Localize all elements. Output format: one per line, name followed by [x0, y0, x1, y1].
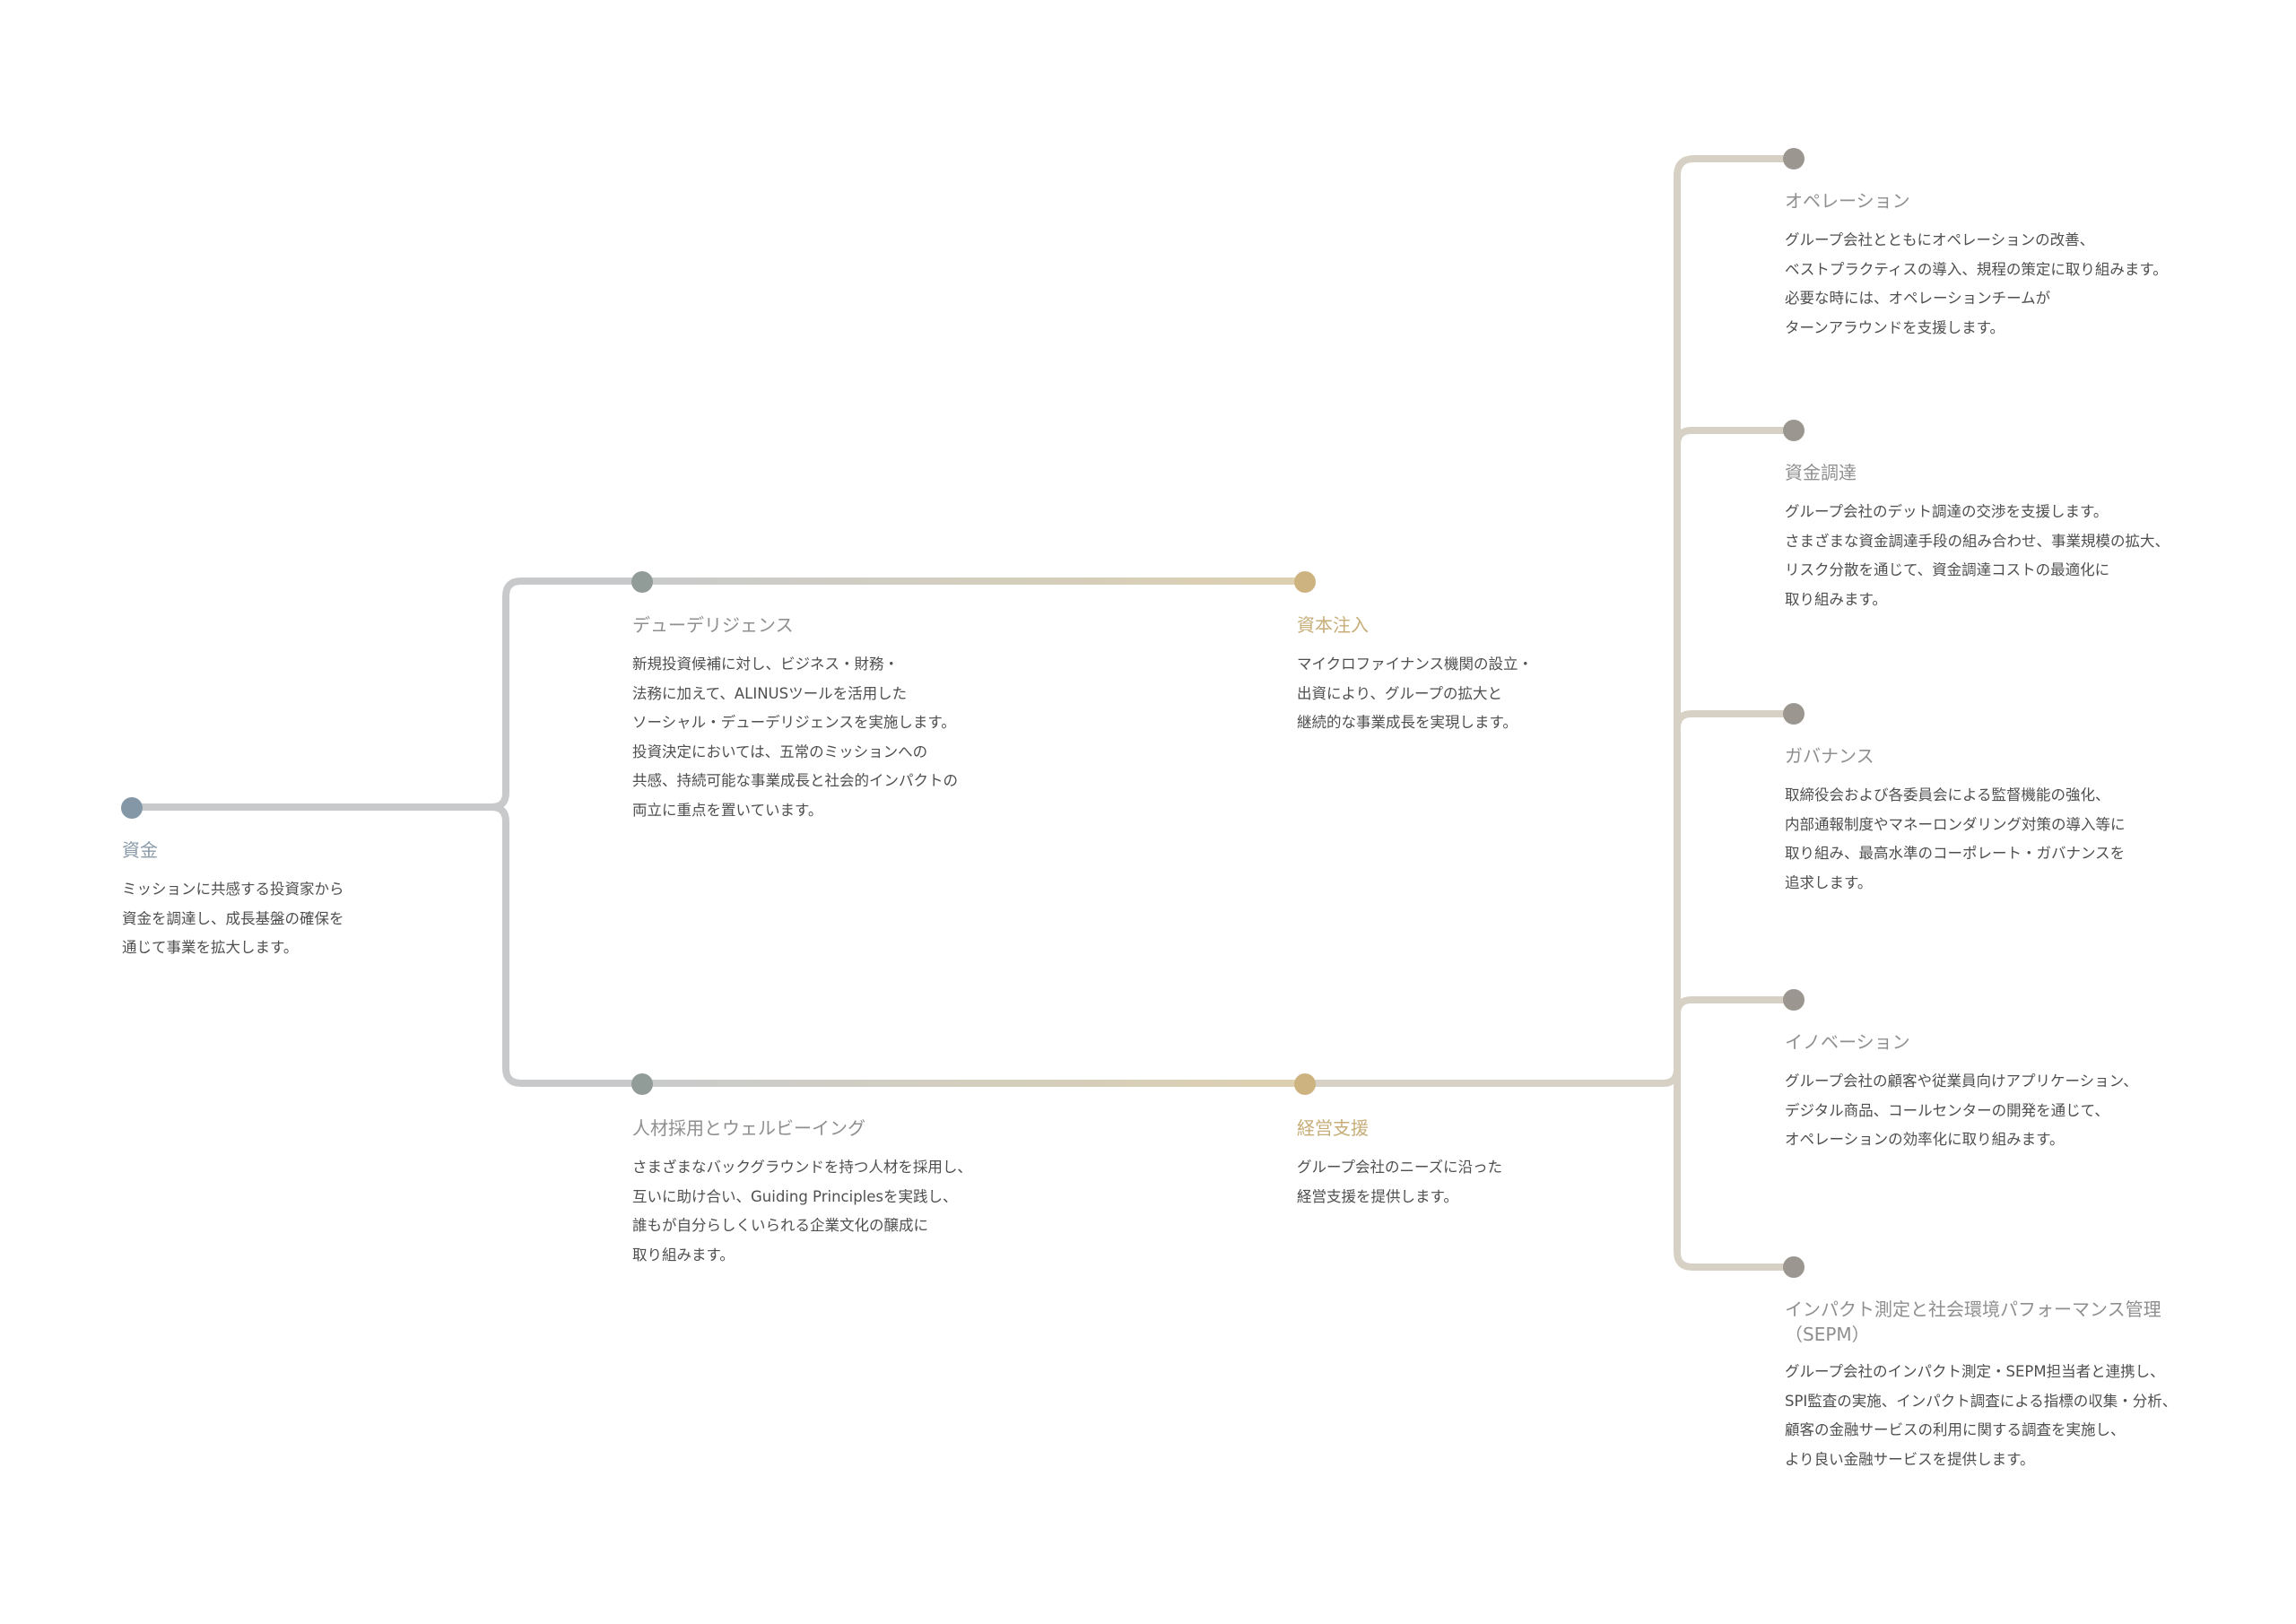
description-line: さまざまなバックグラウンドを持つ人材を採用し、 [632, 1159, 972, 1176]
node-title: ガバナンス [1785, 745, 1874, 767]
description-line: 共感、持続可能な事業成長と社会的インパクトの [632, 772, 958, 789]
description-line: 両立に重点を置いています。 [632, 801, 823, 819]
node-dot-capital-injection [1294, 571, 1316, 593]
node-title: オペレーション [1785, 190, 1910, 212]
node-impact-sepm: インパクト測定と社会環境パフォーマンス管理 （SEPM） グループ会社のインパク… [1785, 1297, 2177, 1474]
node-governance: ガバナンス 取締役会および各委員会による監督機能の強化、 内部通報制度やマネーロ… [1785, 743, 2126, 898]
node-title: 経営支援 [1297, 1117, 1369, 1139]
description-line: 取り組み、最高水準のコーポレート・ガバナンスを [1785, 845, 2126, 862]
connector-fan-innovation [1674, 996, 1788, 1018]
node-operations: オペレーション グループ会社とともにオペレーションの改善、 ベストプラクティスの… [1785, 188, 2168, 343]
node-funding: 資金調達 グループ会社のデット調達の交渉を支援します。 さまざまな資金調達手段の… [1785, 460, 2170, 614]
connector-fan-governance [1674, 710, 1788, 732]
description-line: 通じて事業を拡大します。 [122, 939, 299, 956]
node-description: 取締役会および各委員会による監督機能の強化、 内部通報制度やマネーロンダリング対… [1785, 781, 2126, 898]
node-dot-funding [1783, 420, 1805, 441]
description-line: グループ会社の顧客や従業員向けアプリケーション、 [1785, 1073, 2138, 1090]
node-description: さまざまなバックグラウンドを持つ人材を採用し、 互いに助け合い、Guiding … [632, 1153, 972, 1270]
description-line: 内部通報制度やマネーロンダリング対策の導入等に [1785, 815, 2126, 833]
node-description: グループ会社のデット調達の交渉を支援します。 さまざまな資金調達手段の組み合わせ… [1785, 498, 2170, 614]
description-line: ベストプラクティスの導入、規程の策定に取り組みます。 [1785, 260, 2168, 278]
description-line: ミッションに共感する投資家から [122, 881, 344, 898]
connector-fan-funding [1674, 427, 1788, 448]
description-line: 資金を調達し、成長基盤の確保を [122, 909, 344, 927]
description-line: グループ会社のニーズに沿った [1297, 1159, 1503, 1176]
description-line: 必要な時には、オペレーションチームが [1785, 290, 2051, 307]
description-line: 経営支援を提供します。 [1297, 1187, 1458, 1205]
node-dot-hr-wellbeing [631, 1073, 653, 1095]
node-description: グループ会社のインパクト測定・SEPM担当者と連携し、 SPI監査の実施、インパ… [1785, 1358, 2177, 1474]
node-title: 資金調達 [1785, 462, 1857, 483]
description-line: 追求します。 [1785, 873, 1873, 891]
node-description: ミッションに共感する投資家から 資金を調達し、成長基盤の確保を 通じて事業を拡大… [122, 875, 344, 963]
description-line: 取締役会および各委員会による監督機能の強化、 [1785, 786, 2110, 803]
node-description: 新規投資候補に対し、ビジネス・財務・ 法務に加えて、ALINUSツールを活用した… [632, 650, 958, 825]
node-dot-impact-sepm [1783, 1256, 1805, 1278]
description-line: マイクロファイナンス機関の設立・ [1297, 656, 1534, 673]
description-line: 互いに助け合い、Guiding Principlesを実践し、 [632, 1187, 958, 1205]
description-line: 投資決定においては、五常のミッションへの [632, 743, 928, 760]
node-title: 資金 [122, 839, 158, 861]
node-hr-wellbeing: 人材採用とウェルビーイング さまざまなバックグラウンドを持つ人材を採用し、 互い… [632, 1116, 972, 1270]
node-description: グループ会社のニーズに沿った 経営支援を提供します。 [1297, 1153, 1502, 1211]
connector-fork-top [488, 578, 642, 811]
description-line: グループ会社のデット調達の交渉を支援します。 [1785, 503, 2109, 520]
node-dot-innovation [1783, 989, 1805, 1011]
node-description: マイクロファイナンス機関の設立・ 出資により、グループの拡大と 継続的な事業成長… [1297, 650, 1533, 738]
description-line: 新規投資候補に対し、ビジネス・財務・ [632, 656, 899, 673]
description-line: 継続的な事業成長を実現します。 [1297, 714, 1518, 731]
description-line: さまざまな資金調達手段の組み合わせ、事業規模の拡大、 [1785, 532, 2170, 550]
description-line: グループ会社のインパクト測定・SEPM担当者と連携し、 [1785, 1363, 2165, 1380]
node-shikin: 資金 ミッションに共感する投資家から 資金を調達し、成長基盤の確保を 通じて事業… [122, 838, 344, 963]
node-title: デューデリジェンス [632, 614, 794, 636]
description-line: より良い金融サービスを提供します。 [1785, 1450, 2035, 1468]
description-line: グループ会社とともにオペレーションの改善、 [1785, 231, 2095, 248]
node-description: グループ会社とともにオペレーションの改善、 ベストプラクティスの導入、規程の策定… [1785, 226, 2168, 343]
description-line: SPI監査の実施、インパクト調査による指標の収集・分析、 [1785, 1392, 2178, 1410]
node-dot-operations [1783, 148, 1805, 169]
description-line: 出資により、グループの拡大と [1297, 684, 1503, 702]
node-dot-shikin [121, 797, 143, 819]
node-due-diligence: デューデリジェンス 新規投資候補に対し、ビジネス・財務・ 法務に加えて、ALIN… [632, 612, 958, 825]
connector-fan-impact [1674, 1073, 1788, 1271]
node-title: インパクト測定と社会環境パフォーマンス管理 （SEPM） [1785, 1297, 2177, 1347]
node-title-line: （SEPM） [1785, 1324, 1870, 1345]
description-line: デジタル商品、コールセンターの開発を通じて、 [1785, 1101, 2109, 1119]
description-line: ソーシャル・デューデリジェンスを実施します。 [632, 714, 956, 731]
description-line: オペレーションの効率化に取り組みます。 [1785, 1131, 2065, 1148]
node-title-line: インパクト測定と社会環境パフォーマンス管理 [1785, 1298, 2161, 1320]
connector-fork-bottom [488, 803, 642, 1087]
node-title: イノベーション [1785, 1031, 1910, 1053]
node-description: グループ会社の顧客や従業員向けアプリケーション、 デジタル商品、コールセンターの… [1785, 1067, 2138, 1155]
description-line: 誰もが自分らしくいられる企業文化の醸成に [632, 1217, 928, 1234]
node-dot-governance [1783, 703, 1805, 725]
description-line: ターンアラウンドを支援します。 [1785, 318, 2005, 336]
description-line: 顧客の金融サービスの利用に関する調査を実施し、 [1785, 1421, 2126, 1438]
description-line: 取り組みます。 [632, 1246, 735, 1264]
node-innovation: イノベーション グループ会社の顧客や従業員向けアプリケーション、 デジタル商品、… [1785, 1029, 2138, 1155]
node-title: 人材採用とウェルビーイング [632, 1117, 865, 1139]
description-line: 法務に加えて、ALINUSツールを活用した [632, 684, 908, 702]
node-dot-due-diligence [631, 571, 653, 593]
connector-fan-spine [1674, 155, 1788, 1087]
node-title: 資本注入 [1297, 614, 1369, 636]
description-line: 取り組みます。 [1785, 590, 1887, 608]
node-capital-injection: 資本注入 マイクロファイナンス機関の設立・ 出資により、グループの拡大と 継続的… [1297, 612, 1533, 738]
description-line: リスク分散を通じて、資金調達コストの最適化に [1785, 561, 2110, 578]
node-management-support: 経営支援 グループ会社のニーズに沿った 経営支援を提供します。 [1297, 1116, 1502, 1211]
node-dot-management-support [1294, 1073, 1316, 1095]
